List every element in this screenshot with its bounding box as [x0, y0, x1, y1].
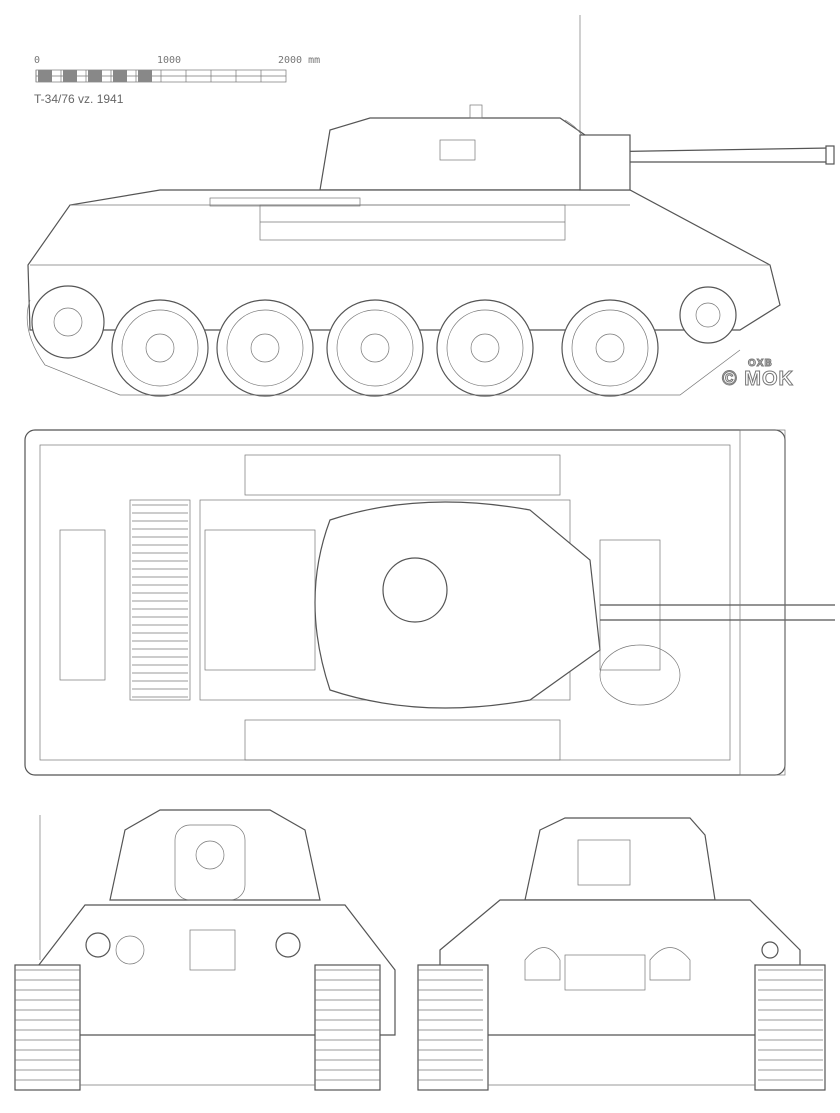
headlight-right	[275, 932, 301, 958]
scale-label-1000: 1000	[157, 55, 182, 66]
turret-hatch	[382, 557, 448, 623]
track-left-front	[14, 964, 81, 1091]
track-left-rear	[417, 964, 489, 1091]
road-wheel-hub	[145, 333, 175, 363]
scale-label-2000: 2000 mm	[278, 55, 321, 66]
rear-view	[417, 817, 826, 1091]
track	[26, 299, 741, 396]
scale-fill	[88, 70, 102, 82]
track-right-rear	[754, 964, 826, 1091]
front-view	[14, 809, 396, 1091]
drive-sprocket	[31, 285, 105, 359]
hull-rear	[439, 899, 801, 1036]
road-wheel-rim	[121, 309, 199, 387]
road-wheel-hub	[250, 333, 280, 363]
road-wheel	[216, 299, 314, 397]
road-wheel-hub	[595, 333, 625, 363]
scale-label-0: 0	[34, 55, 41, 66]
scale-fill	[63, 70, 77, 82]
drawing-title: T-34/76 vz. 1941	[34, 92, 124, 106]
road-wheel	[326, 299, 424, 397]
road-wheel-rim	[571, 309, 649, 387]
scale-fill	[138, 70, 152, 82]
sprocket-hub	[53, 307, 83, 337]
track-right-front	[314, 964, 381, 1091]
scale-fill	[113, 70, 127, 82]
road-wheel-rim	[446, 309, 524, 387]
turret-front	[109, 809, 321, 901]
scale-fill	[38, 70, 52, 82]
turret-top	[314, 501, 601, 709]
road-wheel	[561, 299, 659, 397]
top-view	[24, 429, 835, 776]
fuel-tank-bottom	[244, 719, 561, 761]
road-wheel-hub	[360, 333, 390, 363]
fuel-tanks	[259, 204, 566, 241]
scale-bar	[35, 69, 287, 83]
idler-wheel	[679, 286, 737, 344]
headlight-left	[85, 932, 111, 958]
road-wheel	[111, 299, 209, 397]
road-wheel-rim	[336, 309, 414, 387]
turret-rear	[524, 817, 716, 901]
side-view	[26, 15, 835, 397]
road-wheel-hub	[470, 333, 500, 363]
road-wheel-rim	[226, 309, 304, 387]
engine-grille	[129, 499, 191, 701]
idler-hub	[695, 302, 721, 328]
turret	[319, 117, 591, 191]
fuel-tank-top	[244, 454, 561, 496]
road-wheel	[436, 299, 534, 397]
